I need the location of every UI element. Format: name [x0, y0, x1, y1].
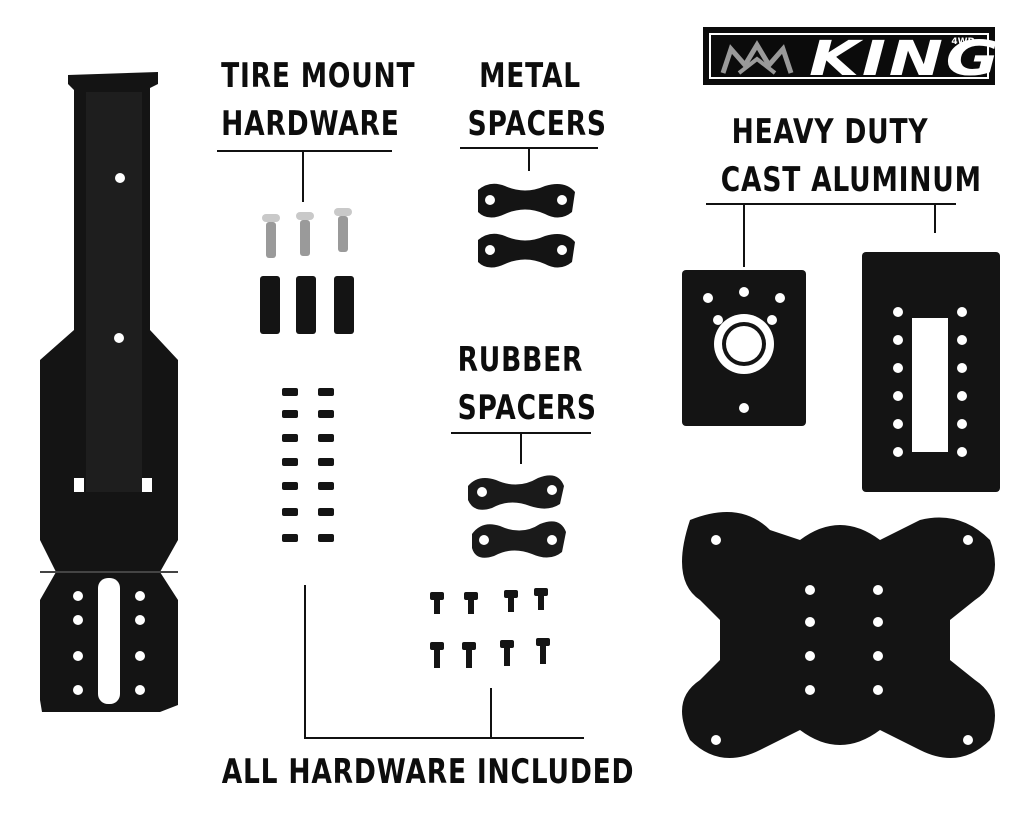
cast-aluminum-plate-image — [682, 270, 806, 426]
tire-mount-label-line1: TIRE MOUNT — [221, 56, 416, 96]
metal-spacers-label-line2: SPACERS — [467, 104, 607, 144]
heavy-duty-pointer-right — [934, 205, 936, 233]
mounting-bracket-image — [40, 72, 178, 712]
all-hardware-bracket — [304, 737, 584, 739]
small-hardware-image — [282, 388, 334, 542]
logo-frame: KING 4WD — [709, 31, 999, 87]
metal-spacers-underline — [460, 147, 598, 149]
rubber-spacers-image — [468, 475, 566, 558]
heavy-duty-underline — [706, 203, 956, 205]
heavy-duty-pointer-left — [743, 205, 745, 267]
all-hardware-label: ALL HARDWARE INCLUDED — [221, 752, 635, 792]
metal-spacers-pointer — [528, 149, 530, 171]
stud-bolts-image — [262, 208, 352, 258]
crown-icon — [720, 40, 794, 75]
tire-mount-pointer — [302, 152, 304, 202]
lug-nuts-image — [260, 276, 354, 334]
tire-mount-underline — [217, 150, 392, 152]
heavy-duty-label-line1: HEAVY DUTY — [731, 112, 929, 152]
cast-aluminum-housing-image — [862, 252, 1000, 492]
all-hardware-pointer-right — [490, 688, 492, 739]
brand-name: KING — [809, 31, 1002, 87]
metal-spacers-image — [478, 183, 575, 268]
rubber-spacers-label-line1: RUBBER — [457, 340, 584, 380]
rubber-spacers-pointer — [520, 434, 522, 464]
tire-mount-label-line2: HARDWARE — [221, 104, 400, 144]
metal-spacers-label-line1: METAL — [479, 56, 581, 96]
rubber-spacers-underline — [451, 432, 591, 434]
rubber-spacers-label-line2: SPACERS — [457, 388, 597, 428]
x-mount-plate-image — [682, 512, 995, 758]
all-hardware-pointer-left — [304, 585, 306, 739]
brand-suffix: 4WD — [951, 37, 975, 47]
king-4wd-logo: KING 4WD — [703, 27, 999, 87]
hex-bolts-image — [430, 588, 550, 668]
heavy-duty-label-line2: CAST ALUMINUM — [720, 160, 982, 200]
